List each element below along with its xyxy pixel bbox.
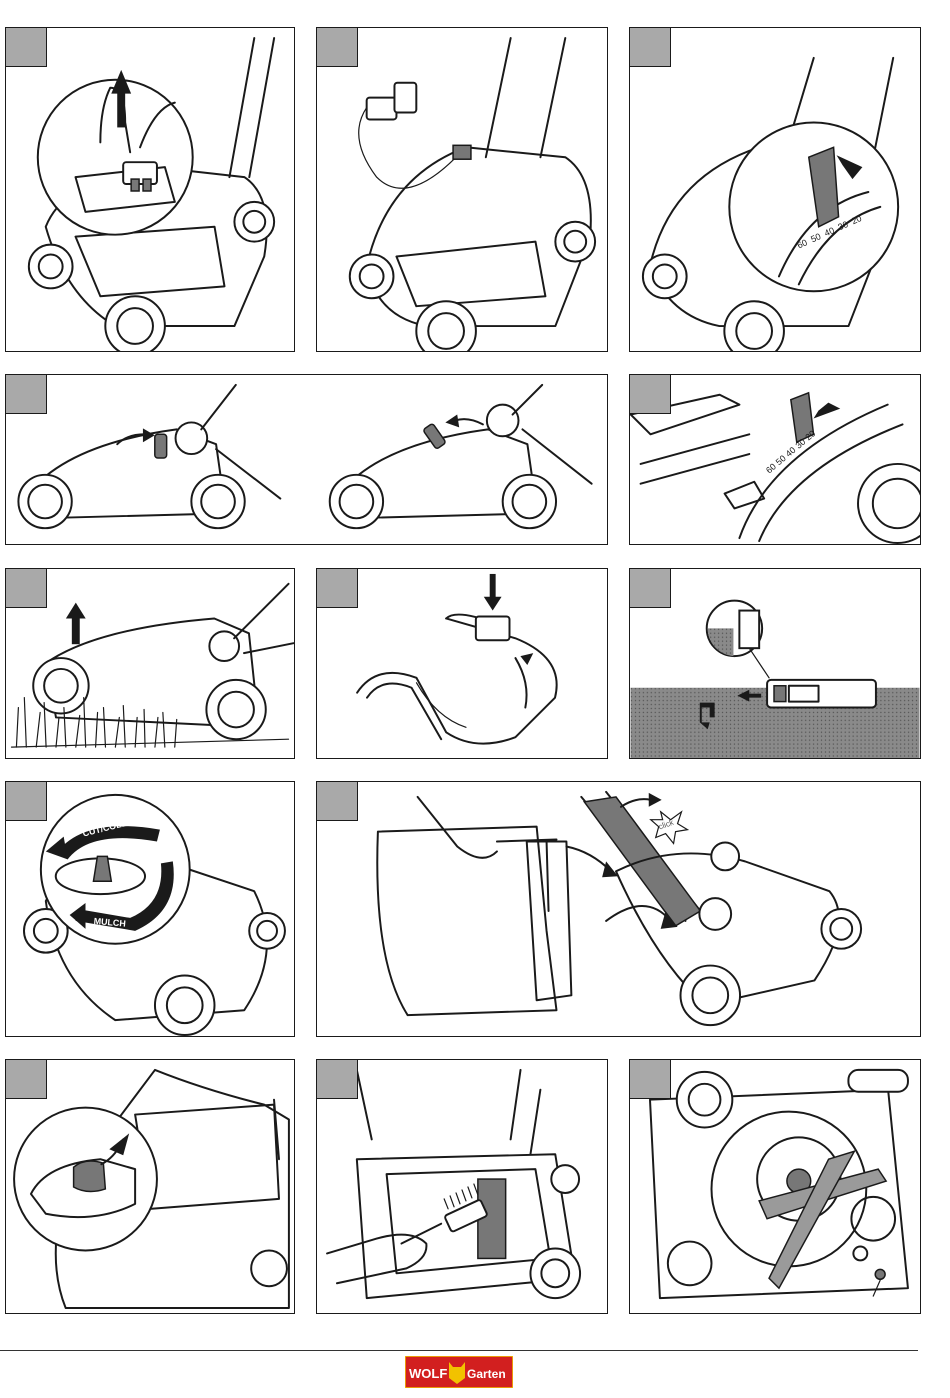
step-number-tab	[6, 28, 47, 67]
illustration-start-sequence	[6, 375, 607, 544]
step-number-tab	[317, 1060, 358, 1099]
svg-text:WOLF: WOLF	[409, 1366, 447, 1381]
illustration-safety-key	[6, 28, 294, 351]
step-number-tab	[6, 375, 47, 414]
illustration-height-closeup: 60 50 40 30 20	[630, 375, 920, 544]
svg-text:Garten: Garten	[467, 1367, 506, 1381]
illustration-bag-indicator	[6, 1060, 294, 1313]
step-number-tab	[6, 1060, 47, 1099]
step-number-tab	[630, 375, 671, 414]
panel-handle-key	[316, 568, 608, 759]
panel-cutting-height: 60 50 40 30 20	[629, 27, 921, 352]
panel-blade-replacement	[629, 1059, 921, 1314]
illustration-blade	[630, 1060, 920, 1313]
panel-safety-key	[5, 27, 295, 352]
panel-attach-bag: click	[316, 781, 921, 1037]
illustration-clean-brush	[317, 1060, 607, 1313]
illustration-charger	[317, 28, 607, 351]
panel-battery-charging	[316, 27, 608, 352]
step-number-tab	[317, 28, 358, 67]
step-number-tab	[317, 569, 358, 608]
panel-bag-indicator	[5, 1059, 295, 1314]
wolf-garten-logo: WOLF Garten	[405, 1356, 513, 1388]
panel-edge-mowing	[629, 568, 921, 759]
step-number-tab	[630, 1060, 671, 1099]
panel-start-sequence	[5, 374, 608, 545]
illustration-attach-bag: click	[317, 782, 920, 1036]
panel-mode-switch: CUT/COLLECT MULCH	[5, 781, 295, 1037]
illustration-handle-key	[317, 569, 607, 758]
height-dial-closeup-marks: 60 50 40 30 20	[764, 428, 817, 475]
illustration-height-lever: 60 50 40 30 20	[630, 28, 920, 351]
footer-rule	[0, 1350, 918, 1351]
illustration-tall-grass	[6, 569, 294, 758]
step-number-tab	[6, 569, 47, 608]
illustration-mode-switch: CUT/COLLECT MULCH	[6, 782, 294, 1036]
step-number-tab	[6, 782, 47, 821]
panel-height-closeup: 60 50 40 30 20	[629, 374, 921, 545]
step-number-tab	[630, 569, 671, 608]
panel-tall-grass	[5, 568, 295, 759]
step-number-tab	[317, 782, 358, 821]
illustration-edge-mowing	[630, 569, 920, 758]
panel-clean-brush	[316, 1059, 608, 1314]
step-number-tab	[630, 28, 671, 67]
